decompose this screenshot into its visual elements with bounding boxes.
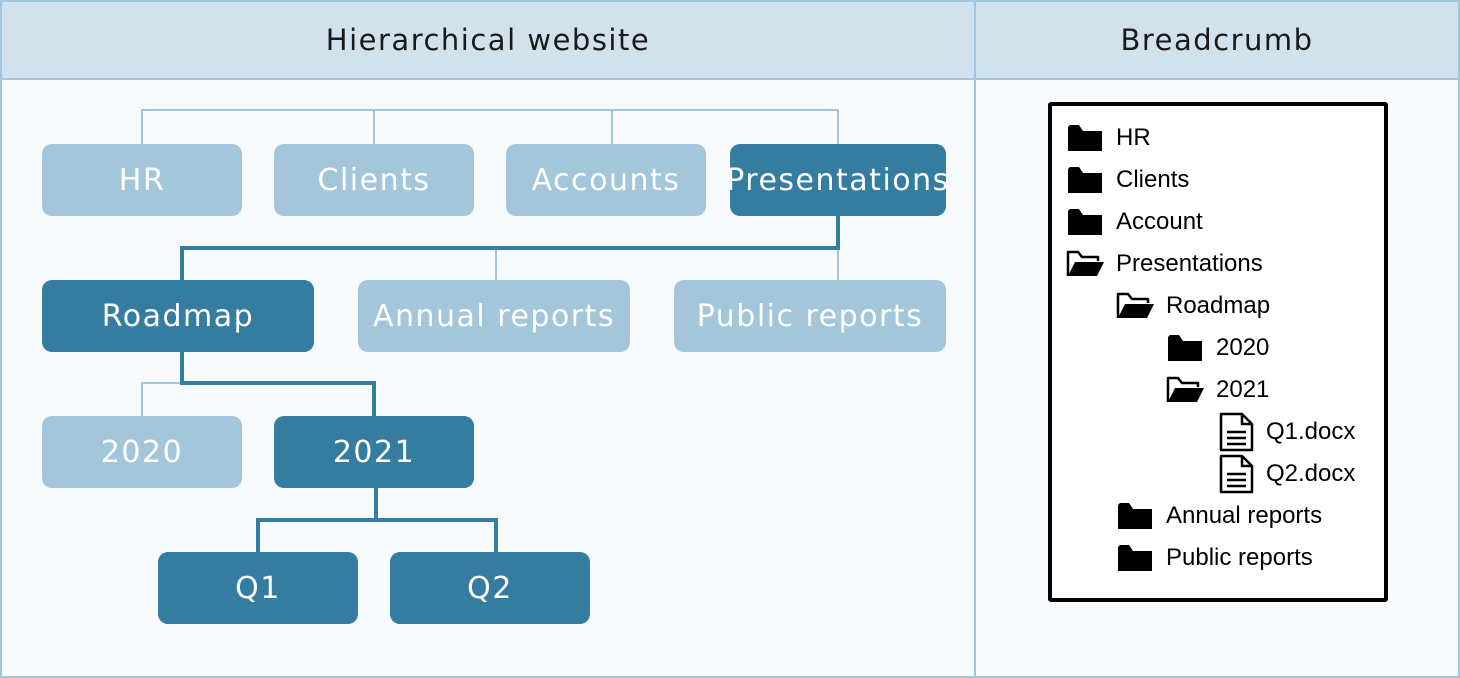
breadcrumb-label: Presentations bbox=[1116, 250, 1263, 277]
node-accounts: Accounts bbox=[506, 144, 706, 216]
hierarchical-website-title: Hierarchical website bbox=[2, 2, 974, 80]
connector-2021-q2 bbox=[376, 518, 498, 552]
breadcrumb-tree-box: HR Clients Account Presentations bbox=[1048, 102, 1388, 602]
document-icon bbox=[1219, 454, 1254, 494]
breadcrumb-label: 2020 bbox=[1216, 334, 1270, 361]
breadcrumb-item-annual-reports[interactable]: Annual reports bbox=[1116, 498, 1322, 534]
hierarchical-website-panel: Hierarchical website HR Clients Account bbox=[2, 2, 974, 676]
breadcrumb-item-account[interactable]: Account bbox=[1066, 204, 1203, 240]
breadcrumb-item-hr[interactable]: HR bbox=[1066, 120, 1151, 156]
node-2021: 2021 bbox=[274, 416, 474, 488]
node-q2: Q2 bbox=[390, 552, 590, 624]
breadcrumb-item-roadmap[interactable]: Roadmap bbox=[1116, 288, 1270, 324]
breadcrumb-label: Q1.docx bbox=[1266, 418, 1356, 445]
breadcrumb-item-clients[interactable]: Clients bbox=[1066, 162, 1189, 198]
node-2020: 2020 bbox=[42, 416, 242, 488]
node-annual-reports: Annual reports bbox=[358, 280, 630, 352]
folder-icon bbox=[1068, 125, 1102, 151]
connector-2020 bbox=[141, 382, 182, 416]
node-roadmap: Roadmap bbox=[42, 280, 314, 352]
folder-icon bbox=[1068, 167, 1102, 193]
breadcrumb-title: Breadcrumb bbox=[976, 2, 1458, 80]
connector-presentations-roadmap bbox=[180, 216, 840, 280]
node-presentations: Presentations bbox=[726, 144, 948, 216]
breadcrumb-item-presentations[interactable]: Presentations bbox=[1066, 246, 1263, 282]
breadcrumb-label: Clients bbox=[1116, 166, 1190, 193]
breadcrumb-item-public-reports[interactable]: Public reports bbox=[1116, 540, 1313, 576]
connector-root-hr bbox=[141, 109, 839, 144]
breadcrumb-label: HR bbox=[1116, 124, 1151, 151]
panel-divider bbox=[974, 2, 976, 676]
folder-icon bbox=[1118, 545, 1152, 571]
connector-2021-quarters bbox=[256, 488, 378, 552]
breadcrumb-item-q1-docx[interactable]: Q1.docx bbox=[1216, 412, 1356, 452]
node-hr: HR bbox=[42, 144, 242, 216]
breadcrumb-label: 2021 bbox=[1216, 376, 1270, 403]
breadcrumb-label: Annual reports bbox=[1166, 502, 1323, 529]
tree-connectors bbox=[141, 109, 840, 552]
folder-open-icon bbox=[1166, 376, 1204, 402]
node-q1: Q1 bbox=[158, 552, 358, 624]
node-public-reports: Public reports bbox=[674, 280, 946, 352]
breadcrumb-label: Account bbox=[1116, 208, 1203, 235]
node-clients: Clients bbox=[274, 144, 474, 216]
breadcrumb-item-2021[interactable]: 2021 bbox=[1166, 372, 1269, 408]
folder-icon bbox=[1118, 503, 1152, 529]
breadcrumb-label: Roadmap bbox=[1166, 292, 1271, 319]
breadcrumb-label: Q2.docx bbox=[1266, 460, 1356, 487]
breadcrumb-panel: Breadcrumb HR Clients Account Presentat bbox=[976, 2, 1458, 676]
folder-open-icon bbox=[1066, 250, 1104, 276]
breadcrumb-label: Public reports bbox=[1166, 544, 1313, 571]
folder-icon bbox=[1068, 209, 1102, 235]
document-icon bbox=[1219, 412, 1254, 452]
connector-roadmap-2021 bbox=[180, 352, 376, 416]
folder-icon bbox=[1168, 335, 1202, 361]
breadcrumb-item-2020[interactable]: 2020 bbox=[1166, 330, 1269, 366]
folder-open-icon bbox=[1116, 292, 1154, 318]
breadcrumb-item-q2-docx[interactable]: Q2.docx bbox=[1216, 454, 1356, 494]
